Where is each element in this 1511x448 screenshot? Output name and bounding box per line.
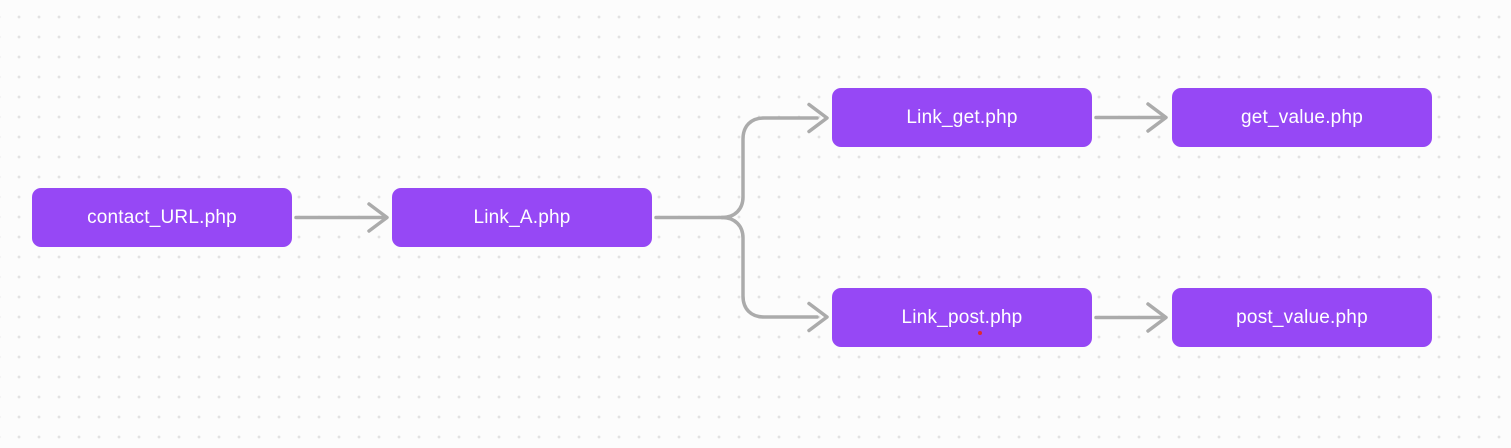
edge-contact-to-linka: [294, 202, 389, 233]
red-marker-dot: [978, 331, 982, 335]
node-link-a[interactable]: Link_A.php: [392, 188, 652, 247]
node-link-get[interactable]: Link_get.php: [832, 88, 1092, 147]
arrowhead-icon: [1146, 102, 1168, 133]
node-contact-url[interactable]: contact_URL.php: [32, 188, 292, 247]
edge-linkget-to-getvalue: [1094, 102, 1168, 133]
edge-linkpost-to-postvalue: [1094, 302, 1168, 333]
arrowhead-icon: [807, 301, 829, 333]
node-post-value[interactable]: post_value.php: [1172, 288, 1432, 347]
arrowhead-icon: [367, 202, 389, 233]
node-link-post[interactable]: Link_post.php: [832, 288, 1092, 347]
node-get-value[interactable]: get_value.php: [1172, 88, 1432, 147]
arrowhead-icon: [807, 102, 829, 134]
edge-linka-fork: [654, 102, 829, 333]
arrowhead-icon: [1146, 302, 1168, 333]
